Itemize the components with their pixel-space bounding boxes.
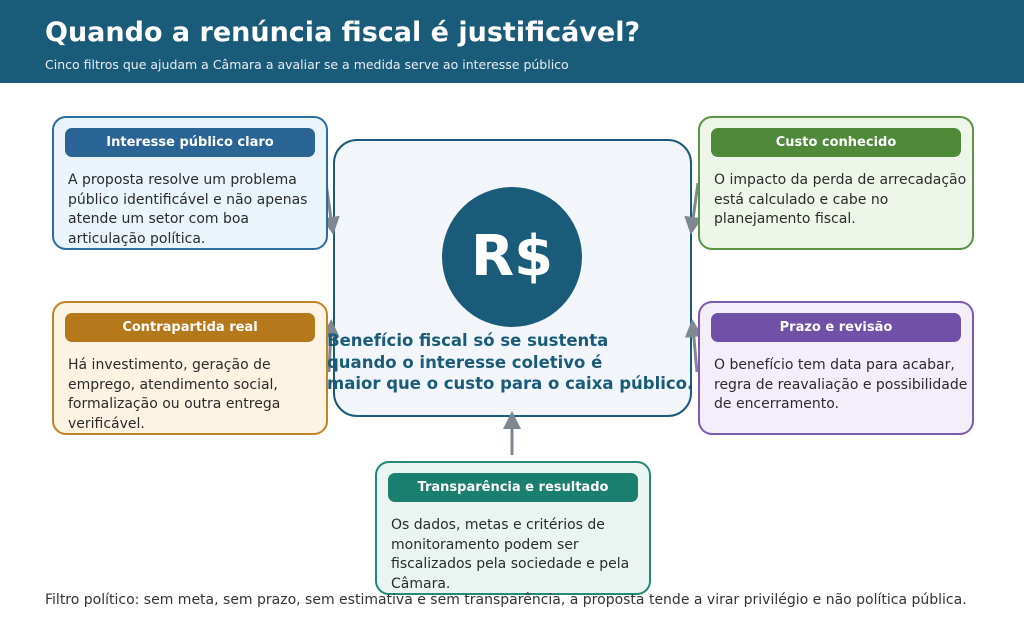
filter-title: Custo conhecido	[711, 128, 961, 157]
page-title: Quando a renúncia fiscal é justificável?	[45, 17, 641, 48]
footer-note: Filtro político: sem meta, sem prazo, se…	[45, 592, 967, 608]
filter-title: Prazo e revisão	[711, 313, 961, 342]
filter-title: Contrapartida real	[65, 313, 315, 342]
filter-card-transparencia: Transparência e resultado Os dados, meta…	[375, 461, 651, 595]
header: Quando a renúncia fiscal é justificável?…	[0, 0, 1024, 83]
currency-icon: R$	[442, 187, 582, 327]
filter-text: O benefício tem data para acabar, regra …	[714, 357, 968, 412]
arrow-prazo	[684, 319, 703, 373]
filter-text: A proposta resolve um problema público i…	[68, 172, 308, 247]
central-message: Benefício fiscal só se sustenta quando o…	[327, 331, 694, 393]
filter-title: Interesse público claro	[65, 128, 315, 157]
page-subtitle: Cinco filtros que ajudam a Câmara a aval…	[45, 57, 569, 72]
filter-text: Os dados, metas e critérios de monitoram…	[391, 517, 630, 592]
filter-card-interesse: Interesse público claro A proposta resol…	[52, 116, 328, 250]
filter-card-prazo: Prazo e revisão O benefício tem data par…	[698, 301, 974, 435]
filter-text: O impacto da perda de arrecadação está c…	[714, 172, 967, 227]
arrow-contrapartida	[321, 319, 340, 373]
filter-card-contrapartida: Contrapartida real Há investimento, gera…	[52, 301, 328, 435]
filter-card-custo: Custo conhecido O impacto da perda de ar…	[698, 116, 974, 250]
filter-title: Transparência e resultado	[388, 473, 638, 502]
arrow-custo	[684, 182, 703, 235]
filter-text: Há investimento, geração de emprego, ate…	[68, 357, 281, 432]
